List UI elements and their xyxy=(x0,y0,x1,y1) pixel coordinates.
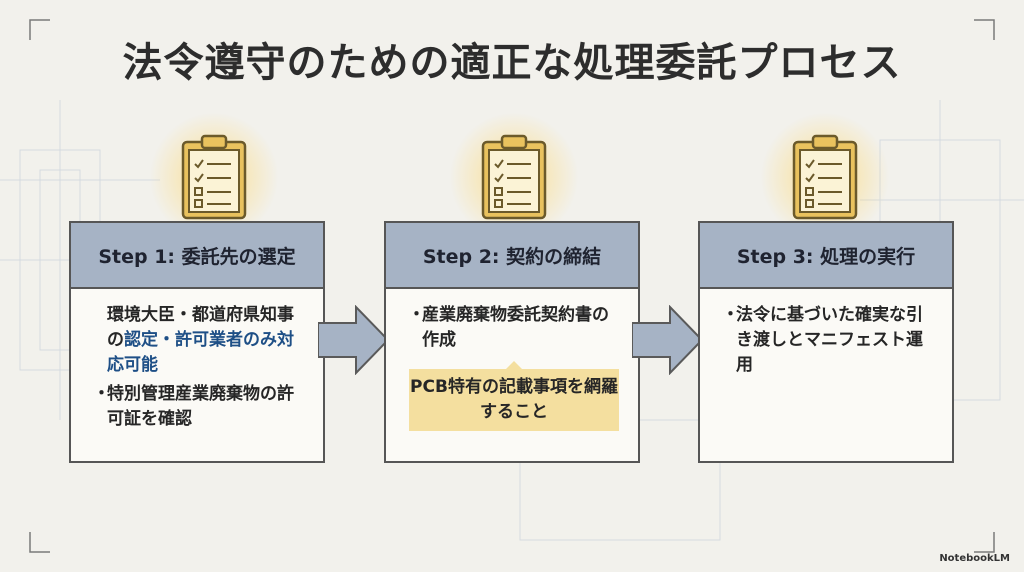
step3-card: Step 3: 処理の実行 ・ 法令に基づいた確実な引き渡しとマニフェスト運用 xyxy=(698,221,954,463)
step2-body: ・ 産業廃棄物委託契約書の作成 PCB特有の記載事項を網羅すること xyxy=(386,289,638,431)
clipboard-checklist-icon xyxy=(181,134,247,220)
step1-bullet-2-text: 特別管理産業廃棄物の許可証を確認 xyxy=(107,384,294,429)
bullet-mark: ・ xyxy=(408,305,425,325)
arrow-right-icon xyxy=(318,305,390,375)
step2-heading: Step 2: 契約の締結 xyxy=(386,223,638,289)
step1-card: Step 1: 委託先の選定 環境大臣・都道府県知事の認定・許可業者のみ対応可能… xyxy=(69,221,325,463)
step2-icon-wrap xyxy=(449,112,579,242)
bullet-mark: ・ xyxy=(722,305,739,325)
step3-heading: Step 3: 処理の実行 xyxy=(700,223,952,289)
arrow-right-icon xyxy=(632,305,704,375)
clipboard-checklist-icon xyxy=(792,134,858,220)
step1-body: 環境大臣・都道府県知事の認定・許可業者のみ対応可能 ・ 特別管理産業廃棄物の許可… xyxy=(71,289,323,432)
step2-bullet-1: ・ 産業廃棄物委託契約書の作成 xyxy=(408,303,620,353)
page-title: 法令遵守のための適正な処理委託プロセス xyxy=(122,40,902,86)
bullet-mark: ・ xyxy=(93,384,110,404)
step2-callout-note: PCB特有の記載事項を網羅すること xyxy=(409,361,619,431)
step1-bullet-1: 環境大臣・都道府県知事の認定・許可業者のみ対応可能 xyxy=(93,303,305,378)
step3-body: ・ 法令に基づいた確実な引き渡しとマニフェスト運用 xyxy=(700,289,952,378)
step3-bullet-1: ・ 法令に基づいた確実な引き渡しとマニフェスト運用 xyxy=(722,303,934,378)
clipboard-checklist-icon xyxy=(481,134,547,220)
step1-bullet-1-text: 環境大臣・都道府県知事の xyxy=(107,305,294,350)
footer-brand: NotebookLM xyxy=(939,553,1010,564)
step2-card: Step 2: 契約の締結 ・ 産業廃棄物委託契約書の作成 PCB特有の記載事項… xyxy=(384,221,640,463)
step2-bullet-1-text: 産業廃棄物委託契約書の作成 xyxy=(422,305,609,350)
step1-heading: Step 1: 委託先の選定 xyxy=(71,223,323,289)
step3-icon-wrap xyxy=(760,112,890,242)
step1-highlight: 認定・許可業者のみ対応可能 xyxy=(107,330,294,375)
step1-bullet-2: ・ 特別管理産業廃棄物の許可証を確認 xyxy=(93,382,305,432)
step1-icon-wrap xyxy=(149,112,279,242)
step3-bullet-1-text: 法令に基づいた確実な引き渡しとマニフェスト運用 xyxy=(736,305,923,375)
